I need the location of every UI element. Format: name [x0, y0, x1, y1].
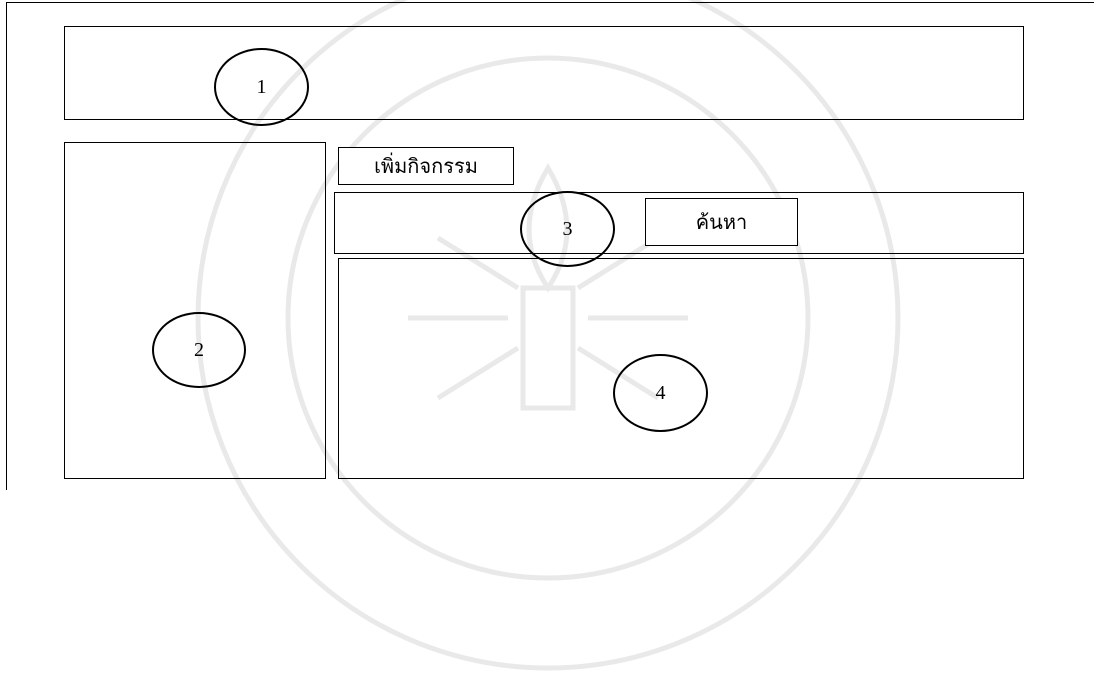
diagram-frame: [6, 2, 1094, 490]
search-bar-region: [334, 192, 1024, 254]
header-region: [64, 26, 1024, 120]
region-2-marker: 2: [152, 312, 246, 388]
search-button[interactable]: ค้นหา: [645, 198, 798, 246]
region-1-marker: 1: [214, 48, 309, 126]
add-activity-button[interactable]: เพิ่มกิจกรรม: [338, 147, 514, 185]
region-3-marker: 3: [520, 191, 615, 267]
region-4-marker: 4: [613, 354, 708, 432]
sidebar-region: [64, 142, 326, 479]
content-region: [338, 258, 1024, 479]
